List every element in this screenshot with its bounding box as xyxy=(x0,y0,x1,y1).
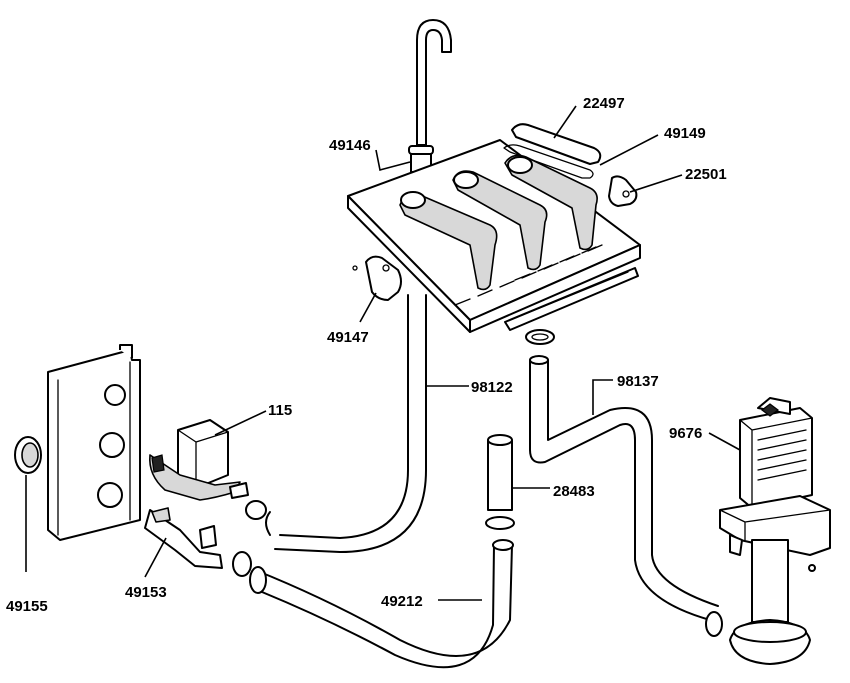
mounting-bracket xyxy=(47,344,141,541)
tube-98122 xyxy=(265,294,427,553)
callout-49212: 49212 xyxy=(381,593,423,610)
cover-22497 xyxy=(511,123,602,165)
callout-28483: 28483 xyxy=(553,483,595,500)
tube-98137 xyxy=(529,355,723,637)
callout-49149: 49149 xyxy=(664,125,706,142)
valve-115 xyxy=(148,419,267,520)
callout-49146: 49146 xyxy=(329,137,371,154)
tee-fitting-49153 xyxy=(144,507,252,577)
standpipe-28483 xyxy=(485,434,515,530)
hose-49212 xyxy=(249,539,514,669)
callout-49155: 49155 xyxy=(6,598,48,615)
clip-22501 xyxy=(608,175,638,207)
gooseneck-tube xyxy=(408,19,452,173)
callout-98122: 98122 xyxy=(471,379,513,396)
pump-9676 xyxy=(719,397,831,665)
seal-49149 xyxy=(503,144,594,179)
callout-9676: 9676 xyxy=(669,425,702,442)
callout-98137: 98137 xyxy=(617,373,659,390)
leader-lines xyxy=(25,105,741,601)
nut-49155 xyxy=(14,436,42,474)
callout-49147: 49147 xyxy=(327,329,369,346)
bracket-49147 xyxy=(352,255,402,301)
distribution-tray xyxy=(347,139,641,333)
callout-115: 115 xyxy=(268,402,292,419)
callout-22497: 22497 xyxy=(583,95,625,112)
callout-49153: 49153 xyxy=(125,584,167,601)
callout-22501: 22501 xyxy=(685,166,727,183)
hose-clamp-top xyxy=(525,329,555,345)
